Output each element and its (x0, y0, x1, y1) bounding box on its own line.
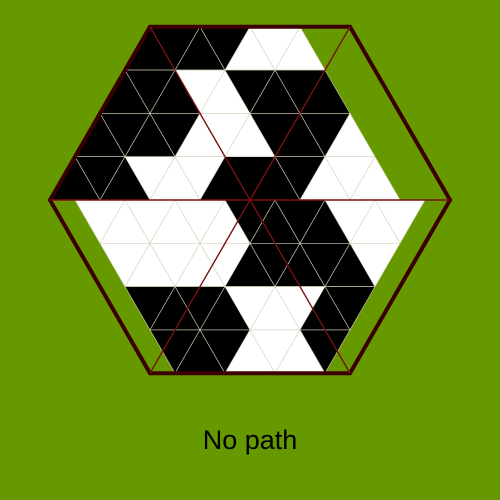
board-cell[interactable] (349, 243, 401, 288)
status-message: No path (202, 425, 298, 455)
board-cell[interactable] (324, 286, 376, 331)
